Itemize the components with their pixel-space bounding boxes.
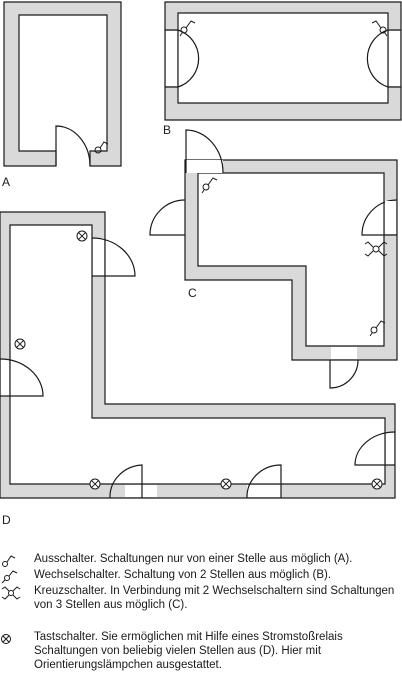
- room-d-tastschalter-icon-3: [89, 478, 101, 490]
- legend-item-tastschalter: Tastschalter. Sie ermöglichen mit Hilfe …: [0, 630, 402, 678]
- room-d-tastschalter-icon-4: [220, 478, 232, 490]
- room-b-walls: [164, 1, 402, 121]
- label-a: A: [2, 175, 10, 189]
- label-d: D: [2, 513, 11, 527]
- room-d-lamp-5: [223, 445, 237, 459]
- room-a-lamp-1: [54, 37, 68, 51]
- room-d-door-bottom-2: [246, 464, 282, 499]
- room-d-door-left: [0, 358, 44, 397]
- legend-item-wechselschalter: Wechselschalter. Schaltung von 2 Stellen…: [0, 568, 402, 616]
- legend-item-ausschalter: Ausschalter. Schaltungen nur von einer S…: [0, 552, 402, 600]
- room-d-lamp-3: [45, 445, 59, 459]
- room-c-door-right: [361, 199, 398, 236]
- kreuzschalter-icon: [1, 586, 21, 600]
- room-c-lamp-1: [241, 212, 255, 226]
- legend-text-kreuzschalter: Kreuzschalter. In Verbindung mit 2 Wechs…: [34, 585, 395, 611]
- room-b-wechselschalter-icon-right: [371, 20, 388, 37]
- room-d-door-top: [91, 237, 136, 277]
- room-d-lamp-4: [133, 445, 147, 459]
- room-c-walls: [184, 159, 398, 361]
- room-c-wechselschalter-icon-2: [369, 320, 386, 337]
- room-a-lamp-2: [53, 113, 67, 127]
- label-c: C: [188, 286, 197, 300]
- room-a-door: [55, 125, 91, 167]
- room-d-lamp-6: [309, 445, 323, 459]
- room-c-wechselschalter-icon-1: [201, 177, 218, 194]
- room-a: A: [2, 1, 122, 189]
- room-c: C: [149, 129, 398, 389]
- wechselschalter-icon: [1, 570, 18, 584]
- room-a-ausschalter-icon: [94, 141, 109, 154]
- room-c-lamp-3: [338, 286, 352, 300]
- room-d-tastschalter-icon-1: [76, 230, 88, 242]
- legend-text-tastschalter: Tastschalter. Sie ermöglichen mit Hilfe …: [34, 631, 343, 671]
- room-b-wechselschalter-icon-left: [179, 20, 196, 37]
- room-d-tastschalter-icon-5: [371, 478, 383, 490]
- room-d-door-right: [354, 431, 396, 466]
- room-c-door-left: [149, 199, 186, 236]
- room-c-lamp-2: [339, 212, 353, 226]
- ausschalter-icon: [2, 555, 16, 567]
- room-b-lamp: [278, 52, 292, 66]
- legend-text-ausschalter: Ausschalter. Schaltungen nur von einer S…: [34, 553, 353, 565]
- room-c-door-top: [185, 129, 224, 174]
- room-d-door-bottom-1: [109, 464, 143, 499]
- tastschalter-icon: [1, 634, 11, 644]
- room-d-walls: [0, 211, 396, 499]
- legend-item-kreuzschalter: Kreuzschalter. In Verbindung mit 2 Wechs…: [0, 584, 402, 632]
- room-d-tastschalter-icon-2: [14, 338, 26, 350]
- room-d: D: [0, 211, 396, 527]
- floor-plans: A B: [0, 1, 402, 527]
- room-d-lamp-2: [45, 355, 59, 369]
- room-a-walls: [3, 1, 122, 167]
- room-b: B: [163, 1, 402, 137]
- room-c-kreuzschalter-icon: [364, 241, 388, 257]
- room-d-lamp-1: [45, 263, 59, 277]
- legend-text-wechselschalter: Wechselschalter. Schaltung von 2 Stellen…: [34, 569, 332, 581]
- room-c-door-bottom: [329, 359, 359, 389]
- label-b: B: [163, 123, 171, 137]
